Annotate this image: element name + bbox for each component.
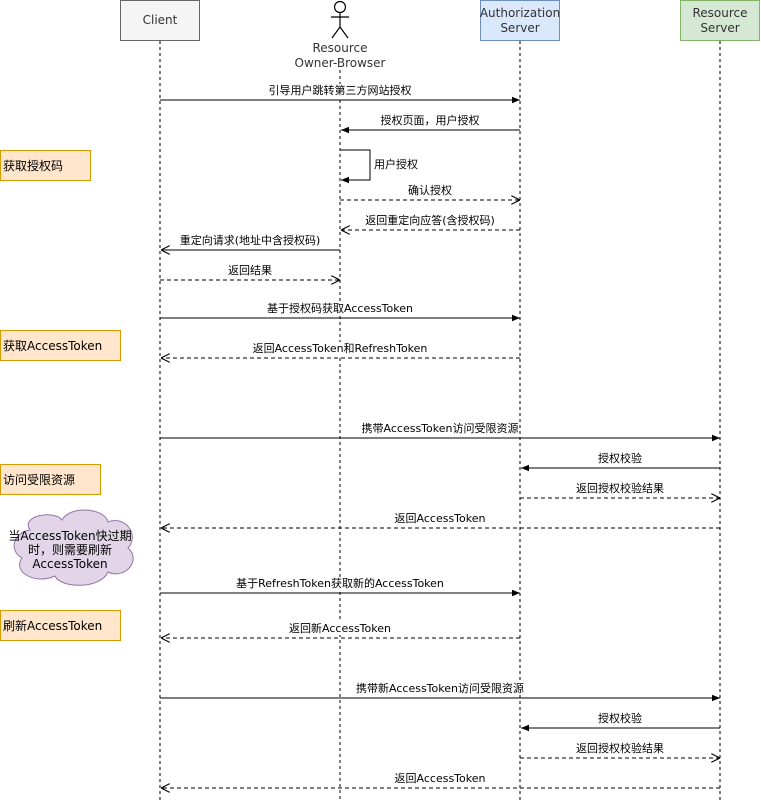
msg-label-13: 返回AccessToken — [393, 512, 487, 525]
msg-label-7: 返回结果 — [227, 264, 273, 277]
msg-label-3: 用户授权 — [373, 158, 419, 171]
resource-server-actor-label: Resource Server — [692, 5, 748, 35]
msg-label-9: 返回AccessToken和RefreshToken — [251, 342, 429, 355]
browser-actor-label: Resource Owner-Browser — [294, 41, 386, 70]
msg-label-16: 携带新AccessToken访问受限资源 — [355, 682, 525, 695]
note-get-code: 获取授权码 — [0, 150, 91, 181]
msg-label-14: 基于RefreshToken获取新的AccessToken — [235, 577, 445, 590]
msg-label-8: 基于授权码获取AccessToken — [266, 302, 414, 315]
auth-server-actor: Authorization Server — [480, 0, 560, 41]
msg-label-4: 确认授权 — [407, 184, 453, 197]
msg-label-11: 授权校验 — [597, 452, 643, 465]
self-message-arrow — [340, 149, 371, 184]
note-get-token: 获取AccessToken — [0, 330, 121, 361]
msg-label-5: 返回重定向应答(含授权码) — [364, 214, 496, 227]
msg-label-15: 返回新AccessToken — [288, 622, 392, 635]
msg-label-10: 携带AccessToken访问受限资源 — [360, 422, 520, 435]
client-actor-label: Client — [142, 13, 178, 27]
note-access-resource: 访问受限资源 — [0, 464, 101, 495]
client-actor: Client — [120, 0, 200, 41]
msg-label-6: 重定向请求(地址中含授权码) — [178, 234, 322, 247]
cloud-shape — [13, 509, 134, 586]
note-refresh-token: 刷新AccessToken — [0, 610, 121, 641]
msg-label-18: 返回授权校验结果 — [575, 742, 665, 755]
cloud-note-text: 当AccessToken快过期 时，则需要刷新 AccessToken — [8, 529, 132, 571]
resource-server-actor: Resource Server — [680, 0, 760, 41]
auth-server-actor-label: Authorization Server — [479, 5, 561, 35]
msg-label-12: 返回授权校验结果 — [575, 482, 665, 495]
msg-label-1: 引导用户跳转第三方网站授权 — [267, 84, 413, 97]
msg-label-17: 授权校验 — [597, 712, 643, 725]
person-icon — [331, 0, 349, 39]
msg-label-19: 返回AccessToken — [393, 772, 487, 785]
msg-label-2: 授权页面，用户授权 — [379, 114, 481, 127]
